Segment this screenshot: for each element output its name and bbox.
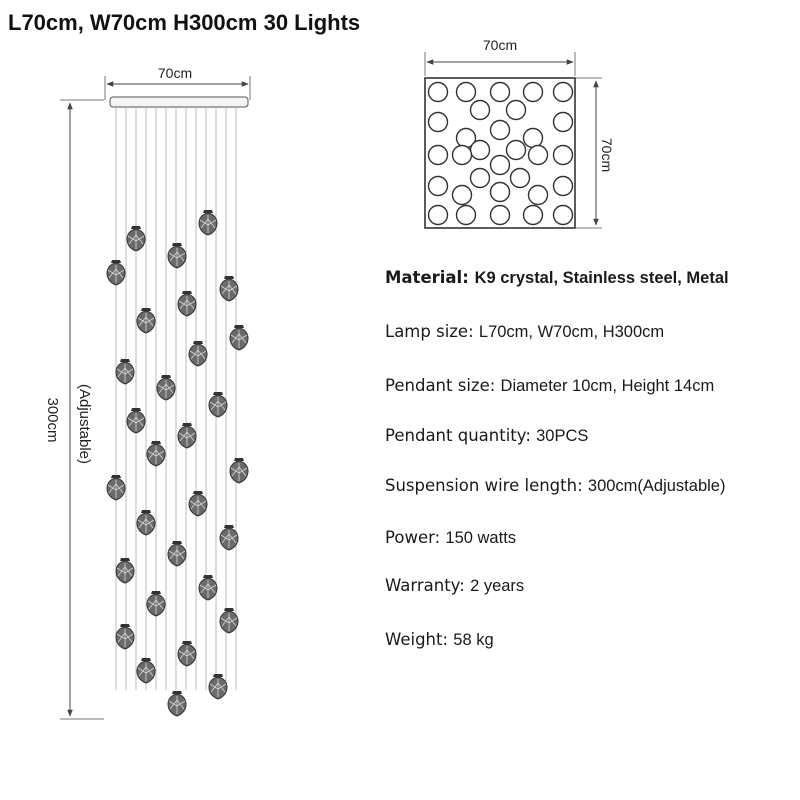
crystal-pendant (136, 308, 156, 334)
spec-label: Weight: (385, 630, 454, 649)
spec-value: L70cm, W70cm, H300cm (478, 323, 665, 341)
crystal-pendant (188, 341, 208, 367)
spec-value: 2 years (470, 577, 525, 595)
spec-power: Power: 150 watts (385, 528, 516, 548)
spec-label: Suspension wire length: (385, 476, 588, 495)
crystal-pendant (198, 575, 218, 601)
crystal-pendant (126, 226, 146, 252)
height-label: 300cm (44, 397, 61, 442)
spec-value: 300cm(Adjustable) (587, 477, 726, 495)
crystal-pendant (106, 260, 126, 286)
headline: L70cm, W70cm H300cm 30 Lights (8, 10, 361, 35)
crystal-pendant (126, 408, 146, 434)
side-width-label: 70cm (158, 65, 192, 81)
ceiling-canopy (109, 96, 249, 108)
spec-warranty: Warranty: 2 years (385, 576, 524, 596)
spec-weight: Weight: 58 kg (385, 630, 494, 650)
crystal-pendant (219, 276, 239, 302)
spec-label: Power: (385, 528, 446, 547)
spec-value: 30PCS (536, 427, 589, 445)
crystal-pendant (198, 210, 218, 236)
adjustable-label: (Adjustable) (76, 384, 93, 464)
spec-label: Pendant size: (385, 376, 501, 395)
crystal-pendant (177, 291, 197, 317)
spec-wire-length: Suspension wire length: 300cm(Adjustable… (385, 476, 725, 496)
crystal-pendant (177, 641, 197, 667)
crystal-pendant (146, 591, 166, 617)
crystal-pendant (219, 608, 239, 634)
crystal-pendant (167, 691, 187, 717)
spec-label: Material: (385, 268, 475, 287)
spec-label: Pendant quantity: (385, 426, 537, 445)
spec-value: 150 watts (445, 529, 517, 547)
spec-value: 58 kg (453, 631, 494, 649)
spec-pendant-quantity: Pendant quantity: 30PCS (385, 426, 588, 446)
crystal-pendant (177, 423, 197, 449)
crystal-pendant (106, 475, 126, 501)
crystal-pendant (188, 491, 208, 517)
crystal-pendant (136, 510, 156, 536)
spec-lamp-size: Lamp size: L70cm, W70cm, H300cm (385, 322, 664, 342)
spec-value: K9 crystal, Stainless steel, Metal (474, 269, 729, 287)
spec-pendant-size: Pendant size: Diameter 10cm, Height 14cm (385, 376, 714, 396)
spec-material: Material: K9 crystal, Stainless steel, M… (385, 268, 729, 288)
crystal-pendant (167, 243, 187, 269)
crystal-pendant (115, 359, 135, 385)
crystal-pendant (156, 375, 176, 401)
crystal-pendant (219, 525, 239, 551)
crystal-pendant (208, 674, 228, 700)
crystal-pendants (106, 210, 249, 717)
crystal-pendant (208, 392, 228, 418)
crystal-pendant (136, 658, 156, 684)
crystal-pendant (115, 624, 135, 650)
spec-value: Diameter 10cm, Height 14cm (500, 377, 715, 395)
spec-label: Warranty: (385, 576, 471, 595)
crystal-pendant (229, 458, 249, 484)
crystal-pendant (146, 441, 166, 467)
crystal-pendant (167, 541, 187, 567)
crystal-pendant (229, 325, 249, 351)
crystal-pendant (115, 558, 135, 584)
spec-label: Lamp size: (385, 322, 479, 341)
